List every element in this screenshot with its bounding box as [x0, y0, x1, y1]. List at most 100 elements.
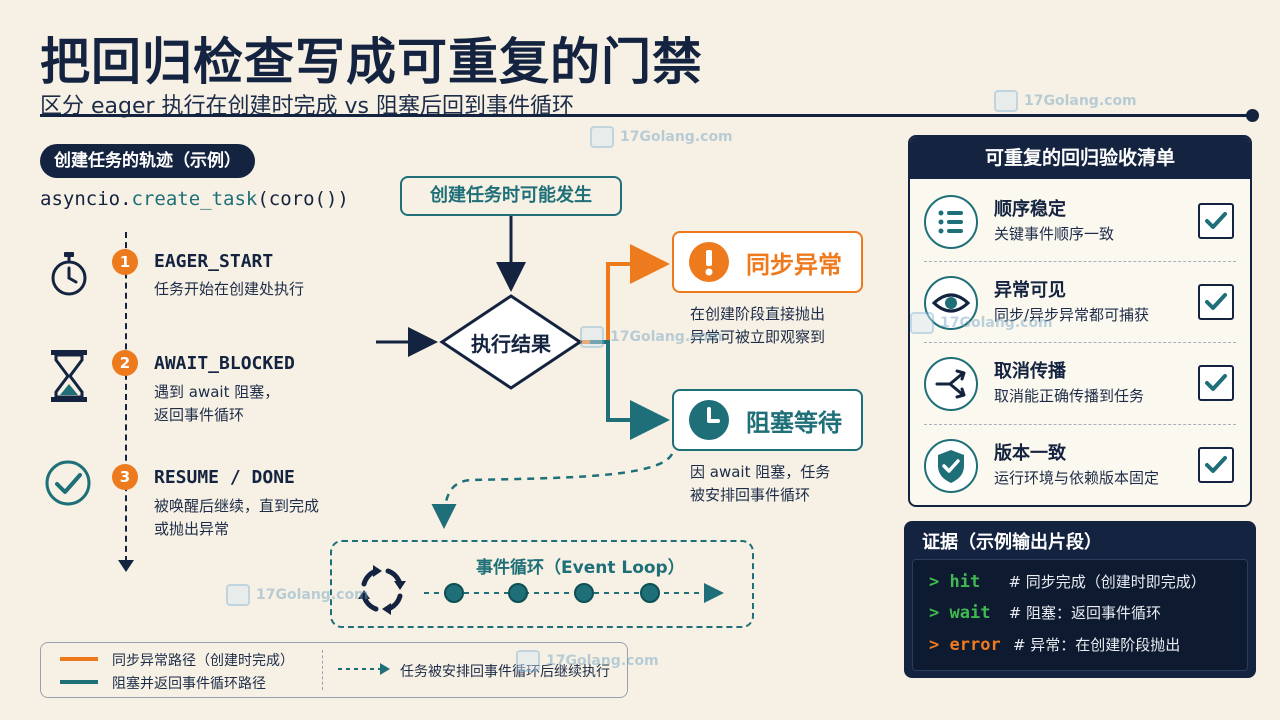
evidence-line-hit: > hit # 同步完成（创建时即完成） — [929, 571, 1206, 592]
hourglass-icon — [51, 350, 87, 402]
checklist-separator — [924, 424, 1236, 425]
call-function: create_task — [131, 188, 258, 210]
trajectory-label: 创建任务的轨迹（示例） — [40, 144, 255, 178]
sync-exception-desc-line1: 在创建阶段直接抛出 — [690, 305, 826, 323]
cycle-icon — [358, 565, 406, 615]
eye-icon — [924, 276, 978, 330]
step-3-desc-line2: 或抛出异常 — [154, 520, 230, 538]
evidence-panel: 证据（示例输出片段） > hit # 同步完成（创建时即完成） > wait #… — [904, 521, 1256, 678]
evidence-title: 证据（示例输出片段） — [922, 532, 1102, 553]
checklist-item-order-desc: 关键事件顺序一致 — [994, 225, 1115, 243]
legend-divider — [322, 650, 323, 690]
evidence-comment-hit: # 同步完成（创建时即完成） — [1008, 573, 1206, 591]
prompt: > — [929, 603, 940, 623]
step-3-desc-line1: 被唤醒后继续，直到完成 — [154, 497, 320, 515]
watermark: 17Golang.com — [910, 312, 1053, 334]
checkmark-icon — [1205, 456, 1227, 473]
checkmark-icon — [1205, 293, 1227, 310]
event-loop-track — [424, 583, 724, 603]
step-3-number: 3 — [112, 464, 138, 490]
legend-teal-label: 阻塞并返回事件循环路径 — [112, 676, 266, 692]
call-suffix: (coro()) — [257, 188, 349, 210]
evidence-comment-error: # 异常：在创建阶段抛出 — [1012, 636, 1181, 654]
watermark-logo — [516, 650, 540, 672]
checklist-item-cancel-desc: 取消能正确传播到任务 — [994, 387, 1145, 405]
checklist-item-exceptions-name: 异常可见 — [994, 280, 1066, 301]
checklist-item-version-desc: 运行环境与依赖版本固定 — [994, 469, 1160, 487]
prompt: > — [929, 572, 940, 592]
step-2-desc-line2: 返回事件循环 — [154, 406, 245, 424]
sync-exception-box: 同步异常 — [672, 231, 863, 293]
legend-dashed-arrow — [338, 663, 390, 675]
watermark-logo — [590, 126, 614, 148]
step-2-number: 2 — [112, 350, 138, 376]
step-1-desc: 任务开始在创建处执行 — [154, 280, 305, 298]
checkbox-exceptions[interactable] — [1198, 284, 1234, 320]
timeline-line — [125, 232, 127, 562]
decision-label: 执行结果 — [471, 332, 551, 356]
step-1-number: 1 — [112, 249, 138, 275]
shield-check-icon — [924, 439, 978, 493]
prompt: > — [929, 635, 940, 655]
checklist-item-order-name: 顺序稳定 — [994, 199, 1066, 220]
legend-orange-label: 同步异常路径（创建时完成） — [112, 653, 294, 669]
checkbox-cancel[interactable] — [1198, 365, 1234, 401]
header-divider-dot — [1246, 109, 1259, 122]
checklist-title: 可重复的回归验收清单 — [910, 137, 1250, 179]
check-circle-icon — [45, 460, 91, 506]
checklist-item-order: 顺序稳定 关键事件顺序一致 — [910, 181, 1250, 263]
evidence-line-error: > error # 异常：在创建阶段抛出 — [929, 634, 1180, 655]
watermark-logo — [580, 326, 604, 348]
legend-dashed-label: 任务被安排回事件循环后继续执行 — [400, 664, 610, 680]
watermark-logo — [226, 584, 250, 606]
checkmark-icon — [1205, 374, 1227, 391]
header-divider — [40, 114, 1256, 117]
list-icon — [924, 195, 978, 249]
checklist-separator — [924, 342, 1236, 343]
evidence-key-hit: hit — [949, 572, 981, 592]
step-1-name: EAGER_START — [154, 251, 274, 272]
event-loop-title: 事件循环（Event Loop） — [476, 558, 685, 578]
call-prefix: asyncio. — [40, 188, 132, 210]
checkmark-icon — [1205, 212, 1227, 229]
step-3-name: RESUME / DONE — [154, 467, 295, 488]
step-2-desc-line1: 遇到 await 阻塞， — [154, 383, 280, 401]
evidence-line-wait: > wait # 阻塞：返回事件循环 — [929, 602, 1161, 623]
exclamation-icon — [689, 242, 729, 282]
blocked-wait-desc-line2: 被安排回事件循环 — [690, 486, 811, 504]
watermark: 17Golang.com — [994, 90, 1137, 112]
legend — [40, 642, 628, 698]
watermark: 17Golang.com — [226, 584, 369, 606]
watermark-logo — [994, 90, 1018, 112]
watermark: 17Golang.com — [516, 650, 659, 672]
checklist-item-version: 版本一致 运行环境与依赖版本固定 — [910, 425, 1250, 505]
blocked-wait-label: 阻塞等待 — [746, 408, 842, 437]
legend-orange-swatch — [60, 657, 98, 661]
evidence-key-wait: wait — [949, 603, 991, 623]
blocked-wait-desc-line1: 因 await 阻塞，任务 — [690, 463, 831, 481]
stopwatch-icon — [51, 252, 87, 296]
evidence-output: > hit # 同步完成（创建时即完成） > wait # 阻塞：返回事件循环 … — [912, 559, 1248, 671]
create-task-call: asyncio.create_task(coro()) — [40, 188, 349, 210]
sync-exception-desc-line2: 异常可被立即观察到 — [690, 328, 826, 346]
clock-icon — [689, 400, 729, 440]
step-2-name: AWAIT_BLOCKED — [154, 353, 295, 374]
checkbox-version[interactable] — [1198, 447, 1234, 483]
split-arrow-icon — [924, 357, 978, 411]
timeline-arrow — [118, 560, 134, 572]
evidence-key-error: error — [949, 635, 1001, 655]
checklist-item-cancel-name: 取消传播 — [994, 361, 1066, 382]
watermark: 17Golang.com — [580, 326, 723, 348]
acceptance-checklist: 可重复的回归验收清单 顺序稳定 关键事件顺序一致 异常可见 同步/异步异常都可捕… — [908, 135, 1252, 507]
checklist-item-cancel: 取消传播 取消能正确传播到任务 — [910, 343, 1250, 425]
checklist-item-exceptions: 异常可见 同步/异步异常都可捕获 — [910, 262, 1250, 344]
evidence-comment-wait: # 阻塞：返回事件循环 — [1008, 604, 1162, 622]
create-task-box: 创建任务时可能发生 — [400, 176, 622, 216]
checklist-item-exceptions-desc: 同步/异步异常都可捕获 — [994, 306, 1150, 324]
checklist-separator — [924, 261, 1236, 262]
blocked-wait-box: 阻塞等待 — [672, 389, 863, 451]
legend-teal-swatch — [60, 680, 98, 684]
watermark: 17Golang.com — [590, 126, 733, 148]
checkbox-order[interactable] — [1198, 203, 1234, 239]
